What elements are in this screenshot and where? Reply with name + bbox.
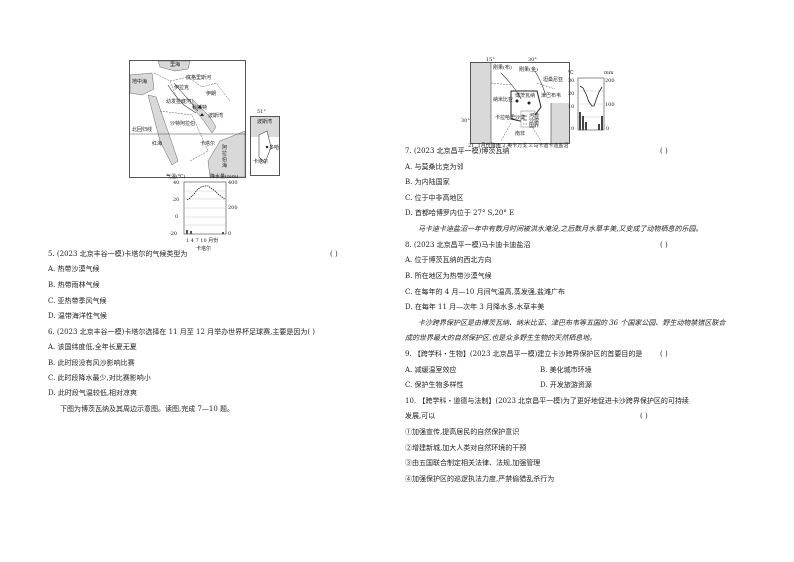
temp-tick: 20 xyxy=(568,91,575,97)
map-region-label: 博茨瓦纳 xyxy=(515,93,536,99)
longitude-label: 30° xyxy=(528,57,537,63)
q5-option-b[interactable]: B. 热带雨林气候 xyxy=(48,281,100,289)
sea-label: 阿拉伯海 xyxy=(222,145,228,169)
q8-option-b[interactable]: B. 所在地区为热带沙漠气候 xyxy=(405,272,492,280)
temp-tick: 0 xyxy=(175,214,179,220)
q6-option-c[interactable]: C. 此时段降水最少,对比赛影响小 xyxy=(48,374,151,382)
question-10-stem-line1: 10. 【跨学科・道德与法制】(2023 北京昌平一模)为了更好地促进卡沙跨界保… xyxy=(405,397,689,405)
temp-axis-label: 气温(℃) xyxy=(166,174,186,180)
q9-option-b[interactable]: B. 美化城市环境 xyxy=(540,366,592,374)
temp-tick: 30 xyxy=(568,78,575,84)
q8-option-d[interactable]: D. 在每年 11 月—次年 3 月降水多,水草丰美 xyxy=(405,303,545,311)
q5-option-a[interactable]: A. 热带沙漠气候 xyxy=(48,265,100,273)
q6-option-b[interactable]: B. 此时段没有风沙影响比赛 xyxy=(48,359,135,367)
chart-caption: 卡塔尔 xyxy=(196,246,212,252)
temp-tick: -20 xyxy=(169,231,178,237)
sea-label: 里海 xyxy=(170,62,181,68)
q5-option-c[interactable]: C. 亚热带季风气候 xyxy=(48,297,107,305)
temp-tick: 0 xyxy=(571,126,575,132)
passage-reserve-line1: 卡沙跨界保护区是由博茨瓦纳、纳米比亚、津巴布韦等五国的 36 个国家公园、野生动… xyxy=(418,319,726,327)
temp-axis-label: ℃ xyxy=(568,70,574,76)
question-8-paren: ( ) xyxy=(660,241,668,249)
map-region-label: 刚果(布) xyxy=(493,65,512,71)
river-label: 幼发拉底河 xyxy=(166,99,192,105)
passage-reserve-line2: 成的世界最大的自然保护区,也是众多野生生物的天然栖息地。 xyxy=(405,334,597,342)
botswana-map: 刚果(布) 刚果(金) 坦桑尼亚 纳米比亚 南非 卡拉哈里沙漠 博茨瓦纳 津巴布… xyxy=(470,62,570,144)
map-region-label: 刚果(金) xyxy=(519,67,538,73)
question-6-stem: 6. (2023 北京丰谷一模)卡塔尔选择在 11 月至 12 月举办世界杯足球… xyxy=(48,328,316,336)
temp-tick: 20 xyxy=(173,197,180,203)
q10-item-4[interactable]: ④加强保护区的巡逻执法力度,严禁偷猎乱杀行为 xyxy=(405,475,555,483)
latitude-label: 30° xyxy=(461,118,470,124)
tropic-label: 北回归线 xyxy=(132,127,153,133)
botswana-climate-chart: ℃ mm 30 20 10 0 200 100 0 xyxy=(568,70,615,136)
q9-option-c[interactable]: C. 保护生物多样性 xyxy=(405,381,464,389)
question-7-paren: ( ) xyxy=(660,147,668,155)
country-label: 伊朗 xyxy=(206,91,217,97)
middle-east-map: 里海 地中海 伊拉克 底格里斯河 伊朗 幼发拉底河 科威特 波斯湾 沙特阿拉伯 … xyxy=(129,60,246,178)
country-label: 卡塔尔 xyxy=(200,141,216,147)
map-region-label: 津巴布韦 xyxy=(541,93,562,99)
question-8-stem: 8. (2023 北京昌平一模)马卡迪卡迪盐沼 xyxy=(405,241,531,249)
longitude-label: 15° xyxy=(486,57,495,63)
sea-label: 波斯湾 xyxy=(208,113,224,119)
map-region-label: 南非 xyxy=(515,131,526,137)
q5-option-d[interactable]: D. 温带海洋性气候 xyxy=(48,312,107,320)
qatar-climate-chart: 气温(℃) 降水量(mm) 40 20 0 -20 400 200 0 1 4 … xyxy=(166,174,248,258)
map-region-label: 卡拉哈里沙漠 xyxy=(495,115,526,121)
sea-label: 红海 xyxy=(152,141,163,147)
precip-axis-label: mm xyxy=(604,70,614,76)
q7-option-d[interactable]: D. 首都哈博罗内位于 27° S,20° E xyxy=(405,209,515,217)
q8-option-a[interactable]: A. 位于博茨瓦纳的西北方向 xyxy=(405,256,492,264)
inset-gulf-label: 波斯湾 xyxy=(257,119,273,125)
precip-tick: 200 xyxy=(605,78,615,84)
inset-longitude-label: 51° xyxy=(257,109,266,115)
map-caption: 21. 1月份降雨 2.奥卡万戈 3.马卡迪卡迪盐沼 xyxy=(468,143,569,149)
legend-border: 国界 xyxy=(529,123,540,129)
question-7-stem: 7. (2023 北京昌平一模)博茨瓦纳 xyxy=(405,147,510,155)
q6-option-d[interactable]: D. 此时段气温较低,相对凉爽 xyxy=(48,389,138,397)
sea-label: 地中海 xyxy=(132,79,148,85)
temp-tick: 10 xyxy=(568,104,575,110)
q7-option-a[interactable]: A. 与莫桑比克为邻 xyxy=(405,163,464,171)
q9-option-a[interactable]: A. 减缓温室效应 xyxy=(405,366,457,374)
q8-option-c[interactable]: C. 在每年的 4 月—10 月间气温高,蒸发强,盐滩广布 xyxy=(405,288,566,296)
map-region-label: 纳米比亚 xyxy=(493,97,514,103)
precip-tick: 100 xyxy=(605,102,615,108)
legend-desert: 沙漠 xyxy=(529,118,540,124)
precip-tick: 400 xyxy=(228,180,238,186)
question-5-stem: 5. (2023 北京丰谷一模)卡塔尔的气候类型为 xyxy=(48,250,188,258)
q6-option-a[interactable]: A. 该国纬度低,全年长夏无夏 xyxy=(48,343,137,351)
q9-option-d[interactable]: D. 开发旅游资源 xyxy=(540,381,592,389)
precip-tick: 0 xyxy=(606,126,610,132)
question-10-stem-line2: 发展,可以 xyxy=(405,412,436,420)
q10-item-2[interactable]: ②增建新城,加大人类对自然环境的干预 xyxy=(405,444,527,452)
country-label: 沙特阿拉伯 xyxy=(170,121,196,127)
q7-option-c[interactable]: C. 位于中非高地区 xyxy=(405,194,464,202)
question-10-paren: ( ) xyxy=(640,412,648,420)
river-label: 底格里斯河 xyxy=(186,75,212,81)
question-5-paren: ( ) xyxy=(330,250,338,258)
q10-item-1[interactable]: ①加强宣传,提高居民的自然保护意识 xyxy=(405,428,520,436)
precip-tick: 0 xyxy=(228,231,232,237)
q7-option-b[interactable]: B. 为内陆国家 xyxy=(405,178,450,186)
precip-tick: 200 xyxy=(228,205,238,211)
month-ticks: 1 4 7 10 月份 xyxy=(186,238,219,244)
country-label: 伊拉克 xyxy=(174,85,190,91)
inset-capital-label: 多哈 xyxy=(269,145,280,151)
country-label: 科威特 xyxy=(192,105,208,111)
inset-country-label: 卡塔尔 xyxy=(253,159,269,165)
temp-tick: 40 xyxy=(173,180,180,186)
passage-salt-pan: 马卡迪卡迪盐沼一年中有数月时间被洪水淹没,之后数月水草丰美,又变成了动物栖息的乐… xyxy=(418,225,703,233)
question-9-stem: 9. 【跨学科・生物】(2023 北京昌平一模)建立卡沙跨界保护区的首要目的是 xyxy=(405,350,643,358)
q10-item-3[interactable]: ③由五国联合制定相关法律、法规,加强管理 xyxy=(405,459,541,467)
qatar-inset-map: 波斯湾 卡塔尔 多哈 xyxy=(250,116,280,176)
precip-axis-label: 降水量(mm) xyxy=(210,174,239,180)
question-9-paren: ( ) xyxy=(660,350,668,358)
map-region-label: 坦桑尼亚 xyxy=(543,77,564,83)
intro-text: 下图为博茨瓦纳及其周边示意图。读图,完成 7—10 题。 xyxy=(60,405,235,413)
legend-river: 河流 xyxy=(529,113,540,119)
